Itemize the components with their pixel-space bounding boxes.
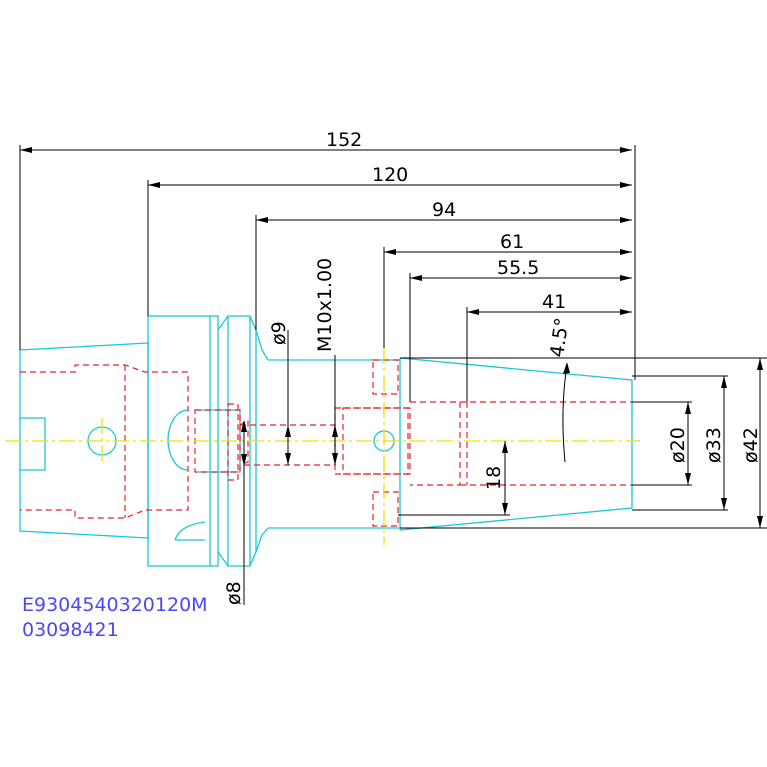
- part-code: E9304540320120M 03098421: [22, 594, 208, 641]
- dim-diameter-33: ø33: [703, 427, 725, 463]
- dim-bore: 55.5: [497, 257, 539, 279]
- centerlines: [5, 348, 640, 545]
- dimension-lines: [19, 145, 767, 605]
- dim-taper-angle: 4.5°: [546, 316, 573, 358]
- dim-flange-to-end: 120: [372, 164, 408, 186]
- dim-cross-hole: 61: [500, 231, 524, 253]
- dim-thread: M10x1.00: [314, 258, 336, 352]
- dim-offset-18: 18: [483, 466, 505, 490]
- dim-diameter-42: ø42: [740, 427, 762, 463]
- part-code-line2: 03098421: [22, 619, 119, 641]
- part-code-line1: E9304540320120M: [22, 594, 208, 616]
- hidden-lines: [20, 359, 632, 527]
- dim-groove-to-end: 94: [432, 199, 456, 221]
- dim-diameter-8: ø8: [223, 581, 245, 605]
- dim-diameter-9: ø9: [268, 321, 290, 345]
- dim-overall-length: 152: [326, 129, 362, 151]
- dim-taper: 41: [542, 291, 566, 313]
- dim-diameter-20: ø20: [667, 427, 689, 463]
- dimension-labels: 152 120 94 61 55.5 41 4.5° M10x1.00 ø9 ø…: [223, 129, 762, 605]
